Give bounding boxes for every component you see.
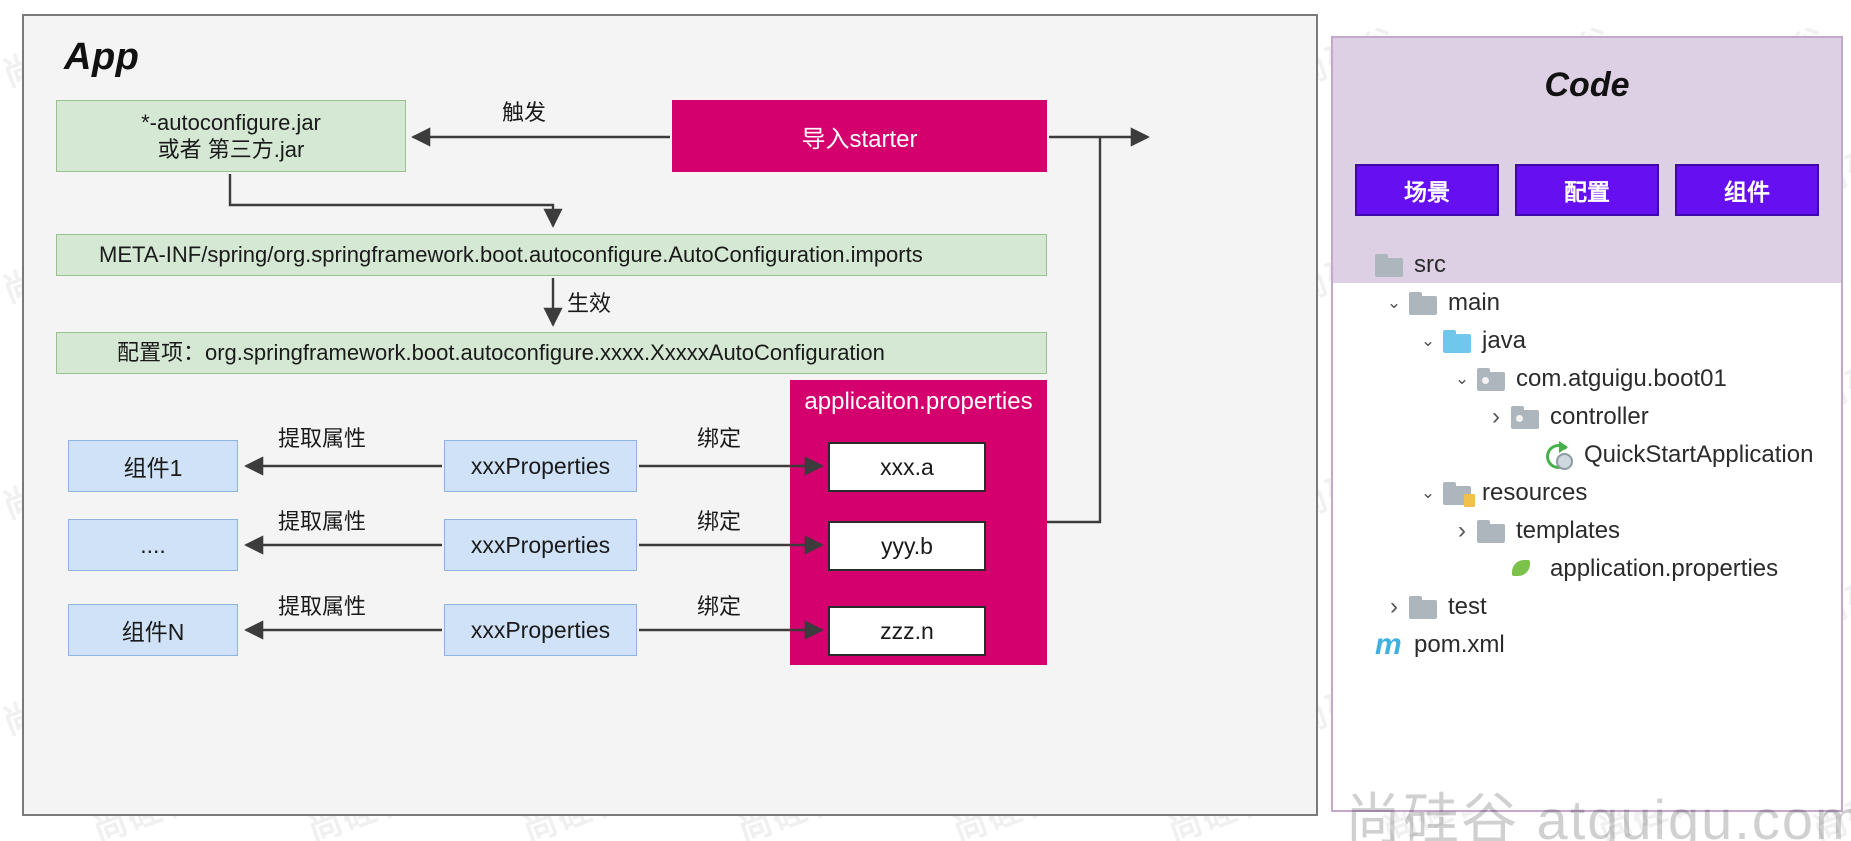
maven-icon: m [1375,628,1402,661]
property-key-box-3: zzz.n [828,606,986,656]
spring-boot-class-icon [1545,441,1575,470]
chevron-right-icon[interactable]: › [1492,403,1500,430]
package-icon [1477,367,1507,391]
properties-box-2: xxxProperties [444,519,637,571]
tree-item-label: pom.xml [1414,631,1505,658]
tree-item[interactable]: › controller [1345,398,1845,436]
extract-label-1: 提取属性 [278,426,367,451]
bind-label-2: 绑定 [697,509,742,534]
properties-box-3: xxxProperties [444,604,637,656]
app-panel-title: App [64,36,140,78]
tree-item[interactable]: › test [1345,588,1845,626]
chevron-down-icon[interactable]: ⌄ [1420,331,1436,350]
tree-item-label: com.atguigu.boot01 [1516,365,1727,392]
tree-item-label: src [1414,251,1446,278]
autoconfigure-jar-line1: *-autoconfigure.jar [141,109,321,135]
tree-item-label: controller [1550,403,1649,430]
code-panel-title: Code [1544,66,1630,104]
component-box-3: 组件N [68,604,238,656]
bind-label-1: 绑定 [697,426,742,451]
code-panel-header [1333,38,1841,283]
import-starter-box: 导入starter [672,100,1047,172]
autoconfigure-jar-line2: 或者 第三方.jar [157,137,305,162]
tree-item[interactable]: QuickStartApplication [1345,436,1845,474]
chevron-down-icon[interactable]: ⌄ [1454,369,1470,388]
chevron-right-icon[interactable]: › [1390,593,1398,620]
folder-icon [1409,595,1439,619]
tree-item-label: resources [1482,479,1588,506]
project-file-tree[interactable]: src ⌄ main ⌄ java ⌄ com.atguigu.boot01 › control… [1345,246,1845,664]
autoconfigure-jar-box: *-autoconfigure.jar 或者 第三方.jar [56,100,406,172]
code-panel: Code 场景 配置 组件 [1331,36,1843,812]
chevron-down-icon[interactable]: ⌄ [1386,293,1402,312]
component-box-2: .... [68,519,238,571]
folder-icon [1375,253,1405,277]
chevron-down-icon[interactable]: ⌄ [1420,483,1436,502]
autoconfiguration-imports-box: META-INF/spring/org.springframework.boot… [56,234,1047,276]
trigger-edge-label: 触发 [502,100,547,125]
folder-resources-icon [1443,481,1475,507]
tree-item-label: main [1448,289,1501,316]
extract-label-2: 提取属性 [278,509,367,534]
tree-item[interactable]: ⌄ main [1345,284,1845,322]
application-properties-title: applicaiton.properties [804,388,1033,415]
folder-source-icon [1443,329,1473,353]
bind-label-3: 绑定 [697,594,742,619]
tree-item[interactable]: src [1345,246,1845,284]
property-key-box-2: yyy.b [828,521,986,571]
tree-item[interactable]: ⌄ com.atguigu.boot01 [1345,360,1845,398]
chevron-right-icon[interactable]: › [1458,517,1466,544]
configuration-item-box: 配置项：org.springframework.boot.autoconfigu… [56,332,1047,374]
tree-item-label: application.properties [1550,555,1779,582]
component-box-1: 组件1 [68,440,238,492]
spring-properties-icon [1511,556,1541,582]
tree-item[interactable]: m pom.xml [1345,626,1845,664]
folder-icon [1477,519,1507,543]
tree-item-label: QuickStartApplication [1584,441,1814,468]
chip-config[interactable]: 配置 [1515,164,1659,216]
chip-scene[interactable]: 场景 [1355,164,1499,216]
folder-icon [1409,291,1439,315]
extract-label-3: 提取属性 [278,594,367,619]
tree-item[interactable]: ⌄ resources [1345,474,1845,512]
tree-item-label: test [1448,593,1487,620]
tree-item[interactable]: ⌄ java [1345,322,1845,360]
effect-edge-label: 生效 [567,291,612,316]
chip-component[interactable]: 组件 [1675,164,1819,216]
properties-box-1: xxxProperties [444,440,637,492]
tree-item[interactable]: application.properties [1345,550,1845,588]
tree-item[interactable]: › templates [1345,512,1845,550]
tree-item-label: java [1482,327,1527,354]
package-icon [1511,405,1541,429]
property-key-box-1: xxx.a [828,442,986,492]
tree-item-label: templates [1516,517,1621,544]
